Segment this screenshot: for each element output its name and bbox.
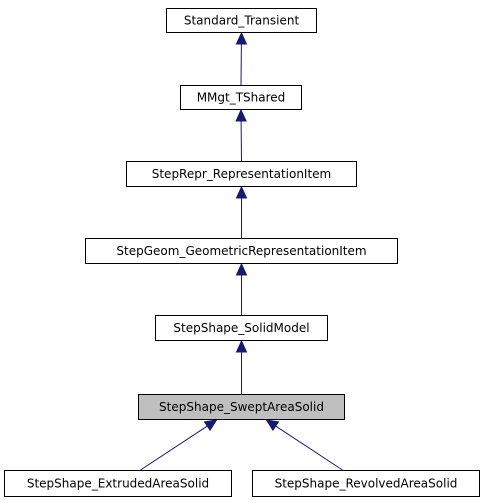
inheritance-edge	[235, 185, 248, 238]
inheritance-edge	[235, 262, 248, 315]
class-node-mmgt-tshared[interactable]: MMgt_TShared	[180, 85, 302, 110]
class-node-standard-transient[interactable]: Standard_Transient	[166, 8, 317, 33]
class-node-stepgeom-geometricrepresentationitem[interactable]: StepGeom_GeometricRepresentationItem	[85, 238, 398, 264]
edge-line	[275, 425, 343, 471]
class-node-stepshape-revolvedareasolid[interactable]: StepShape_RevolvedAreaSolid	[252, 470, 480, 497]
inheritance-edge	[140, 419, 218, 471]
edge-arrowhead	[235, 31, 248, 45]
class-node-box	[85, 238, 398, 264]
class-node-box	[126, 161, 357, 187]
class-node-box	[4, 470, 232, 497]
nodes-layer: Standard_TransientMMgt_TSharedStepRepr_R…	[4, 8, 480, 497]
edge-arrowhead	[203, 419, 218, 432]
inheritance-edge	[265, 419, 343, 471]
class-node-stepshape-solidmodel[interactable]: StepShape_SolidModel	[155, 315, 328, 341]
inheritance-edge	[235, 108, 247, 162]
edges-layer	[140, 31, 343, 471]
inheritance-edge	[235, 31, 248, 86]
edge-arrowhead	[265, 419, 280, 432]
class-node-box	[252, 470, 480, 497]
class-node-label: StepGeom_GeometricRepresentationItem	[116, 244, 366, 258]
edge-arrowhead	[235, 108, 247, 122]
edge-arrowhead	[235, 185, 248, 199]
class-node-box	[155, 315, 328, 341]
inheritance-edge	[235, 339, 248, 394]
class-node-label: StepShape_SweptAreaSolid	[159, 400, 324, 414]
class-node-label: StepShape_SolidModel	[173, 321, 309, 335]
class-node-steprepr-representationitem[interactable]: StepRepr_RepresentationItem	[126, 161, 357, 187]
edge-line	[140, 425, 208, 471]
class-node-stepshape-extrudedareasolid[interactable]: StepShape_ExtrudedAreaSolid	[4, 470, 232, 497]
class-node-box	[166, 8, 317, 33]
edge-arrowhead	[235, 339, 248, 353]
edge-arrowhead	[235, 262, 248, 276]
class-node-label: Standard_Transient	[184, 14, 300, 28]
class-node-stepshape-sweptareasolid[interactable]: StepShape_SweptAreaSolid	[138, 394, 345, 420]
class-node-box	[180, 85, 302, 110]
class-node-label: StepShape_RevolvedAreaSolid	[275, 477, 458, 491]
class-node-label: MMgt_TShared	[197, 91, 286, 105]
class-node-box	[138, 394, 345, 420]
class-node-label: StepShape_ExtrudedAreaSolid	[27, 477, 209, 491]
class-node-label: StepRepr_RepresentationItem	[152, 167, 332, 181]
